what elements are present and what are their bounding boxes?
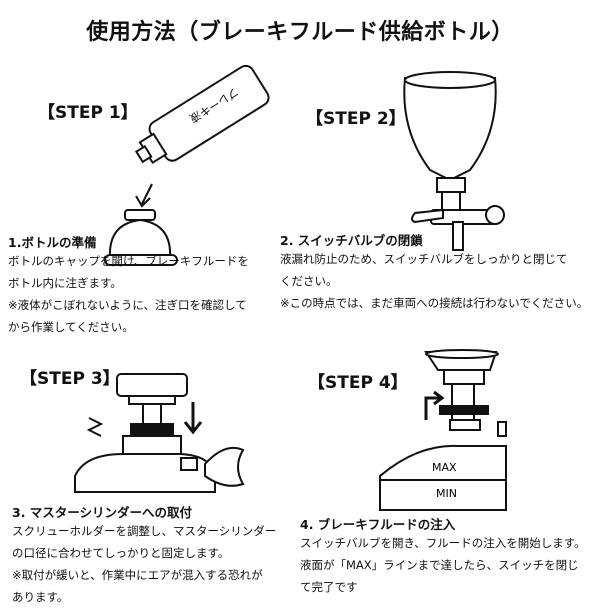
step3-label: 【STEP 3】 [20, 369, 120, 389]
pour-arrow [135, 183, 153, 208]
bottle-inverted [424, 349, 499, 385]
step1-line: から作業してください。 [8, 320, 134, 334]
step4-line: 液面が「MAX」ラインまで達したら、スイッチを閉じ [300, 558, 579, 572]
fluid-bottle: ブレーキ液 [134, 64, 270, 165]
min-label: MIN [436, 487, 457, 500]
bottle-top [403, 71, 497, 182]
step2-heading: 2. スイッチバルブの閉鎖 [280, 233, 423, 248]
step4-line: スイッチバルブを開き、フルードの注入を開始します。 [300, 536, 586, 550]
step4-illustration: MAX MIN [379, 349, 507, 511]
valve-assembly [439, 383, 507, 437]
step2-line: ※この時点では、まだ車両への接続は行わないでください。 [280, 296, 589, 310]
side-knob [452, 205, 505, 251]
step3-line: の口径に合わせてしっかりと固定します。 [12, 546, 230, 560]
step1-illustration: ブレーキ液 [104, 64, 270, 266]
step4-text: スイッチバルブを開き、フルードの注入を開始します。 液面が「MAX」ラインまで達… [300, 532, 586, 598]
step2-label: 【STEP 2】 [306, 109, 406, 129]
step4-label: 【STEP 4】 [308, 373, 408, 393]
switch-lever [411, 208, 444, 224]
step3-line: ※取付が緩いと、作業中にエアが混入する恐れが [12, 568, 263, 582]
valve-body [430, 177, 496, 225]
step2-text: 液漏れ防止のため、スイッチバルブをしっかりと閉じて ください。 ※この時点では、… [280, 248, 588, 314]
reservoir-tank [379, 444, 507, 511]
step2-line: ください。 [280, 274, 338, 288]
step3-text: スクリューホルダーを調整し、マスターシリンダー の口径に合わせてしっかりと固定し… [12, 520, 276, 608]
step1-line: ※液体がこぼれないように、注ぎ口を確認して [8, 298, 247, 312]
step1-line: ボトル内に注ぎます。 [8, 276, 122, 290]
master-cylinder-mount [180, 446, 245, 487]
step3-heading: 3. マスターシリンダーへの取付 [12, 505, 193, 520]
step3-line: あります。 [12, 590, 69, 604]
step3-line: スクリューホルダーを調整し、マスターシリンダー [12, 524, 277, 538]
reservoir [104, 209, 178, 266]
bottle-cap [116, 373, 188, 435]
step4-heading: 4. ブレーキフルードの注入 [300, 517, 456, 532]
step1-heading: 1.ボトルの準備 [8, 235, 97, 250]
step1-text: ボトルのキャップを開け、ブレーキフルードを ボトル内に注ぎます。 ※液体がこぼれ… [8, 250, 249, 338]
spring-mark [86, 417, 104, 437]
step1-label: 【STEP 1】 [38, 103, 138, 123]
step2-illustration [403, 71, 505, 251]
step2-line: 液漏れ防止のため、スイッチバルブをしっかりと閉じて [280, 252, 568, 266]
step4-line: て完了です [300, 580, 358, 594]
step1-line: ボトルのキャップを開け、ブレーキフルードを [8, 254, 249, 268]
down-arrow [183, 402, 203, 435]
open-valve-arrow [424, 390, 445, 420]
step3-illustration [74, 373, 245, 493]
max-label: MAX [432, 461, 457, 474]
page-title: 使用方法（ブレーキフルード供給ボトル） [86, 20, 514, 45]
